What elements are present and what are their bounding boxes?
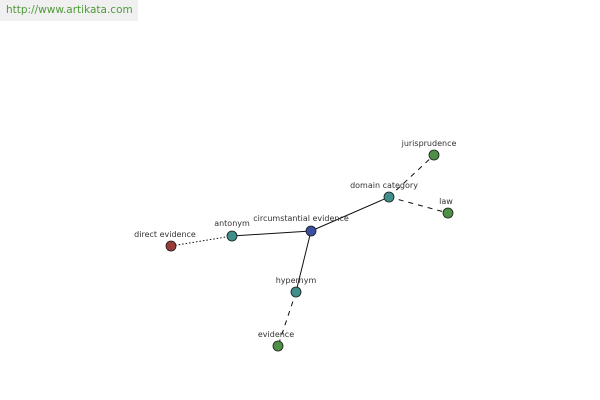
node-hypernym[interactable] [290,286,302,298]
label-antonym: antonym [214,219,250,228]
label-domain: domain category [350,181,418,190]
label-direct: direct evidence [134,230,196,239]
node-evidence[interactable] [272,340,284,352]
label-jurisprudence: jurisprudence [401,139,457,148]
edges-layer [170,154,449,347]
label-circumstantial: circumstantial evidence [253,214,349,223]
node-jurisprudence[interactable] [428,149,440,161]
edge-domain-law [388,196,449,214]
nodes-layer [165,149,454,352]
edge-circumstantial-antonym [231,230,312,237]
url-bar: http://www.artikata.com [0,0,138,21]
label-hypernym: hypernym [276,276,317,285]
edge-circumstantial-hypernym [295,230,312,293]
label-law: law [439,197,453,206]
node-domain[interactable] [383,191,395,203]
label-evidence: evidence [258,330,294,339]
node-circumstantial[interactable] [305,225,317,237]
edge-circumstantial-domain [310,196,390,232]
edge-domain-jurisprudence [388,154,435,198]
node-direct[interactable] [165,240,177,252]
node-law[interactable] [442,207,454,219]
site-url-link[interactable]: http://www.artikata.com [6,4,133,16]
node-antonym[interactable] [226,230,238,242]
